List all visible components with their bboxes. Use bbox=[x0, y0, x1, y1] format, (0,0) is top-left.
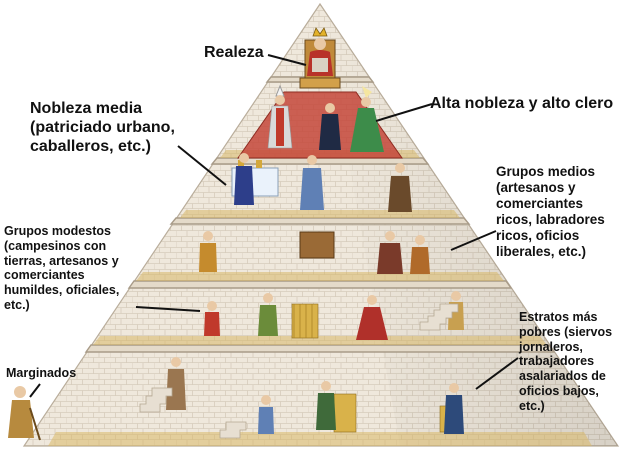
artisan-figure-icon bbox=[199, 231, 430, 274]
beggar-figure-icon bbox=[8, 386, 41, 441]
noble-figure-icon bbox=[319, 103, 341, 150]
noble-lady-figure bbox=[350, 86, 384, 152]
laborer-figure-icon bbox=[166, 357, 464, 434]
leader-lines bbox=[29, 54, 519, 398]
king-figure bbox=[307, 38, 333, 76]
label-marginados: Marginados bbox=[6, 366, 77, 380]
staircase-icon bbox=[139, 303, 459, 439]
crown-icon bbox=[312, 27, 328, 37]
wheat-bundle-icon bbox=[291, 303, 459, 433]
label-alta-nobleza-alto-clero: Alta nobleza y alto clero bbox=[430, 95, 614, 112]
bishop-mitre-icon bbox=[267, 84, 293, 149]
label-grupos-medios: Grupos medios (artesanos y comerciantes … bbox=[496, 164, 605, 259]
tier-ledges bbox=[84, 76, 556, 353]
label-estratos-mas-pobres: Estratos más pobres (siervos jornaleros,… bbox=[519, 310, 613, 413]
label-nobleza-media: Nobleza media (patriciado urbano, caball… bbox=[30, 100, 175, 155]
merchant-figure-icon bbox=[234, 153, 412, 212]
label-realeza: Realeza bbox=[204, 44, 264, 61]
label-grupos-modestos: Grupos modestos (campesinos con tierras,… bbox=[4, 224, 120, 312]
peasant-figure-icon bbox=[204, 291, 464, 340]
